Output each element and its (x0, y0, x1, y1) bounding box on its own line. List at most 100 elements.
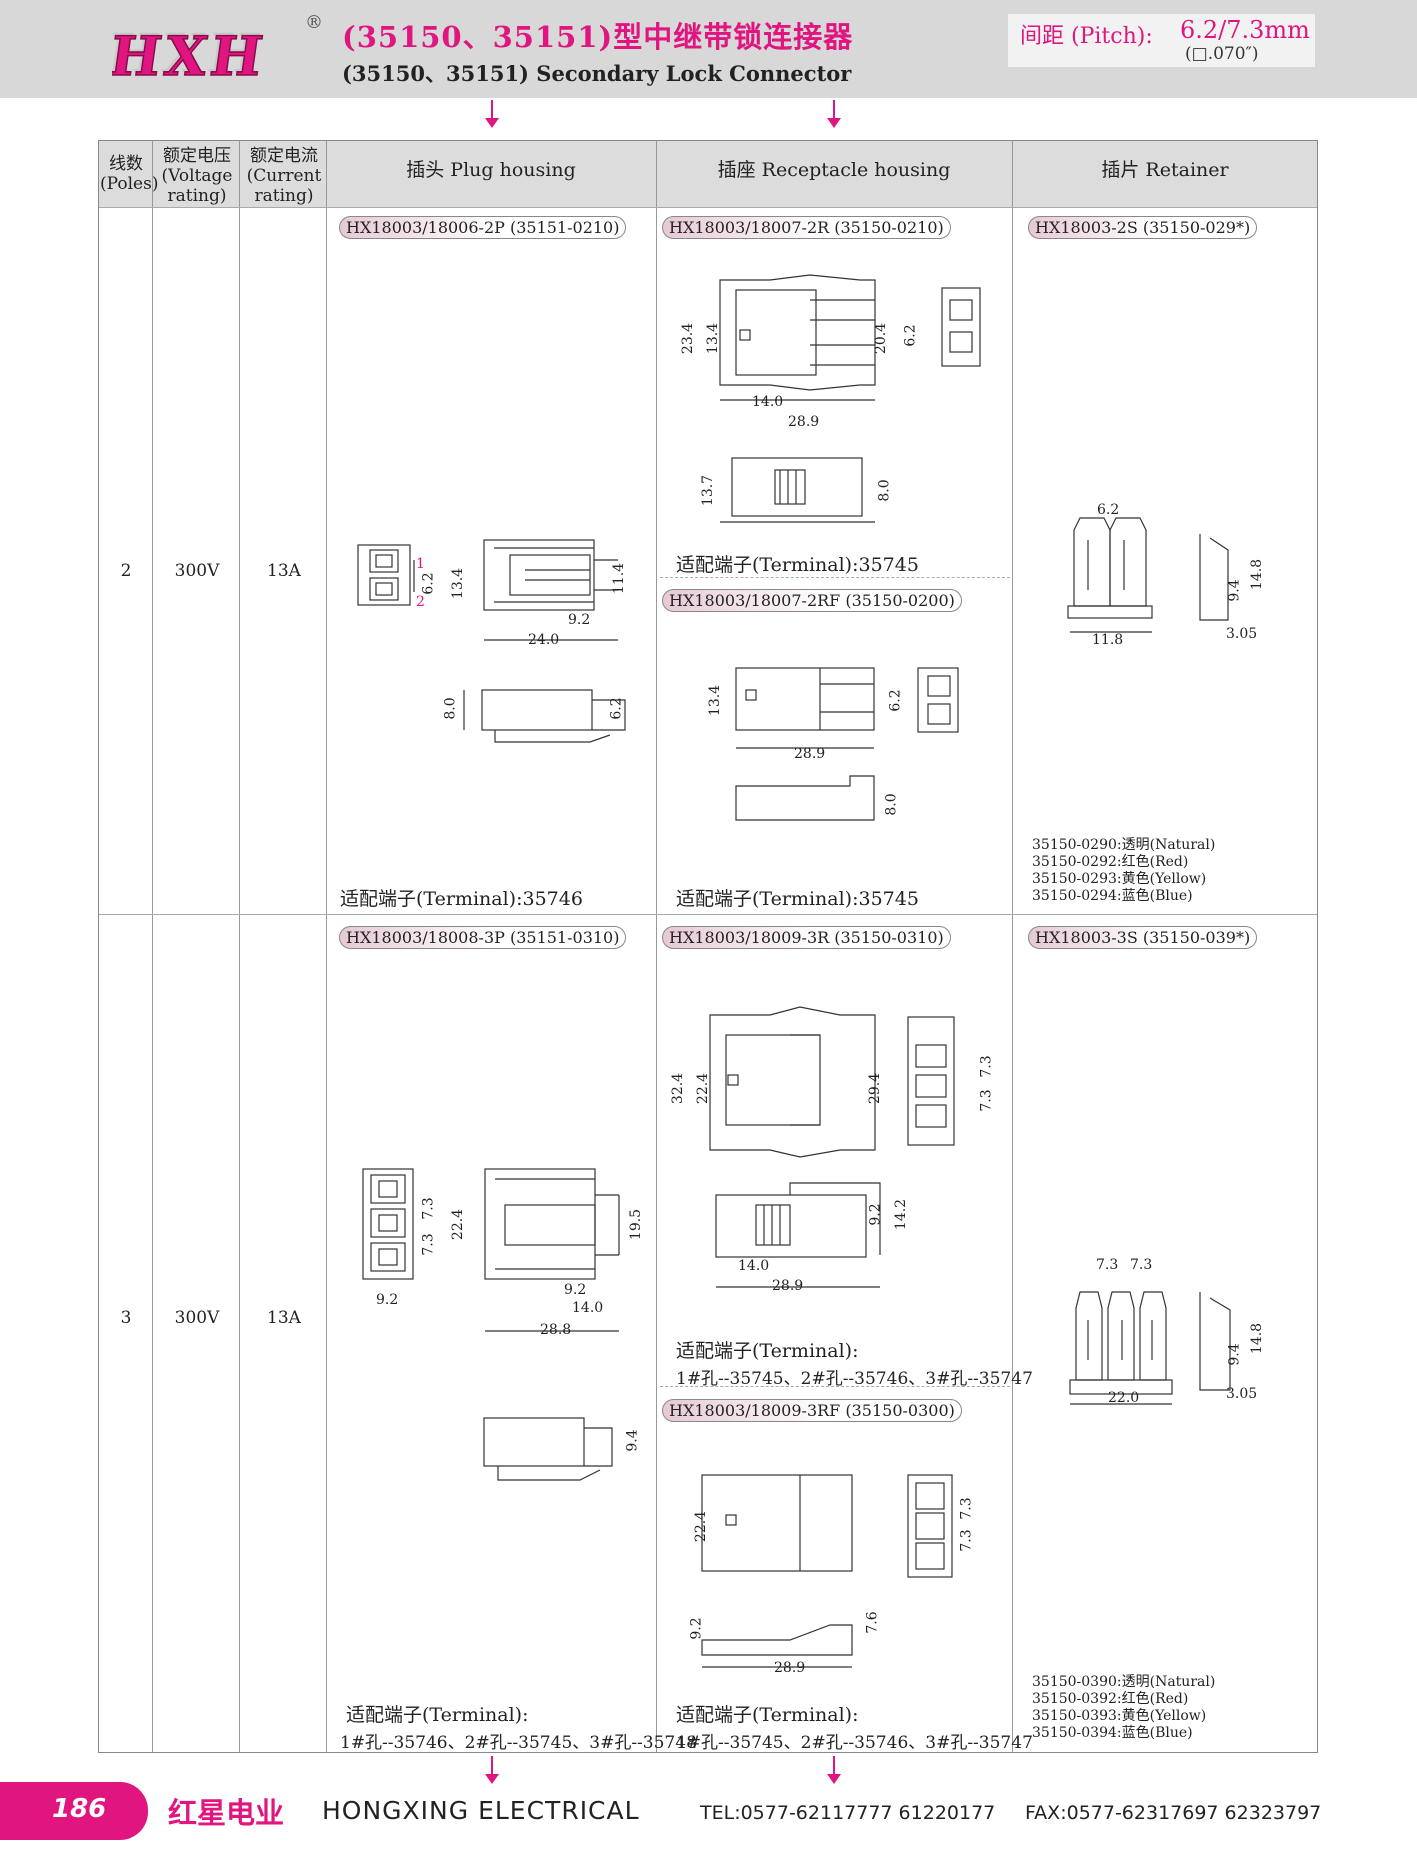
dimension: 9.2 (867, 1203, 884, 1226)
registered-mark: ® (305, 12, 323, 33)
dimension: 6.2 (902, 324, 919, 347)
retainer-part-number: HX18003-3S (35150-039*) (1028, 926, 1258, 949)
retainer-color: 35150-0392:红色(Red) (1032, 1691, 1189, 1707)
dimension: 11.8 (1092, 632, 1124, 648)
receptacle-2-drawing (701, 1474, 953, 1668)
dimension: 6.2 (887, 689, 904, 712)
plug-bottom-drawing (483, 1417, 613, 1481)
page-number-badge (0, 1782, 148, 1840)
column-divider (326, 141, 327, 1752)
product-table (98, 140, 1318, 1753)
plug-part-number: HX18003/18006-2P (35151-0210) (339, 216, 627, 239)
header-plug: 插头 Plug housing (406, 159, 576, 181)
receptacle-terminal-2: 适配端子(Terminal):35745 (676, 888, 919, 910)
row-voltage: 300V (174, 561, 220, 581)
dimension: 7.3 (958, 1529, 975, 1552)
plug-part-number: HX18003/18008-3P (35151-0310) (339, 926, 627, 949)
retainer-drawing (1067, 517, 1229, 633)
dimension: 28.8 (540, 1322, 572, 1338)
dimension: 28.9 (788, 414, 820, 430)
retainer-drawing (1069, 1291, 1231, 1405)
dimension: 7.3 (420, 1197, 437, 1220)
dimension: 19.5 (628, 1208, 645, 1241)
dimension: 3.05 (1226, 626, 1258, 642)
dimension: 13.4 (707, 684, 724, 717)
receptacle-terminal: 适配端子(Terminal):35745 (676, 554, 919, 576)
arrow-down-icon (827, 1756, 841, 1784)
brand-name-cn: 红星电业 (168, 1796, 285, 1830)
retainer-color: 35150-0393:黄色(Yellow) (1032, 1708, 1207, 1724)
dimension: 6.2 (1097, 502, 1120, 518)
row-divider (99, 914, 1317, 915)
fax: FAX:0577-62317697 62323797 (1025, 1802, 1322, 1824)
dimension: 14.0 (738, 1258, 770, 1274)
dimension: 7.3 (978, 1055, 995, 1078)
receptacle-terminal-label-2: 适配端子(Terminal): (676, 1704, 859, 1726)
dimension: 7.3 (978, 1089, 995, 1112)
pitch-value: 6.2/7.3mm (1180, 16, 1310, 44)
pitch-box (1008, 14, 1315, 67)
retainer-color: 35150-0293:黄色(Yellow) (1032, 871, 1207, 887)
retainer-color: 35150-0394:蓝色(Blue) (1032, 1725, 1193, 1741)
table-header-row (99, 141, 1317, 207)
arrow-down-icon (485, 1756, 499, 1784)
row-poles: 2 (120, 561, 132, 581)
receptacle-part-number: HX18003/18009-3R (35150-0310) (662, 926, 951, 949)
dimension: 7.3 (958, 1497, 975, 1520)
telephone: TEL:0577-62117777 61220177 (700, 1802, 996, 1824)
column-divider (152, 141, 153, 1752)
plug-front-side-drawing (362, 1168, 620, 1332)
dimension: 13.4 (705, 322, 722, 355)
receptacle-drawing (709, 1006, 955, 1288)
dimension: 13.4 (450, 567, 467, 600)
dimension: 9.4 (1226, 1343, 1243, 1366)
dimension: 7.6 (864, 1611, 881, 1634)
dashed-divider (660, 1386, 1010, 1387)
dimension: 22.4 (695, 1072, 712, 1105)
dimension: 7.3 (420, 1233, 437, 1256)
plug-terminal: 适配端子(Terminal):35746 (340, 888, 583, 910)
retainer-color: 35150-0294:蓝色(Blue) (1032, 888, 1193, 904)
header-retainer: 插片 Retainer (1101, 159, 1229, 181)
retainer-color: 35150-0292:红色(Red) (1032, 854, 1189, 870)
dimension: 22.0 (1108, 1390, 1140, 1406)
dimension: 8.0 (883, 793, 900, 816)
row-poles: 3 (120, 1308, 132, 1328)
header-voltage: 额定电压 (Voltage rating) (161, 146, 233, 206)
page-title-en: (35150、35151) Secondary Lock Connector (342, 61, 852, 86)
dimension: 9.2 (688, 1617, 705, 1640)
plug-bottom-drawing (463, 689, 626, 743)
header-current: 额定电流 (Current rating) (246, 146, 322, 206)
receptacle-terminal-detail-2: 1#孔--35745、2#孔--35746、3#孔--35747 (676, 1733, 1033, 1753)
dimension: 9.2 (376, 1292, 399, 1308)
hxh-logo: HXH HXH (112, 22, 271, 82)
pin-label: 1 (416, 556, 425, 572)
plug-front-side-drawing (357, 539, 618, 641)
retainer-color: 35150-0290:透明(Natural) (1032, 837, 1216, 853)
dimension: 6.2 (608, 697, 625, 720)
receptacle-part-number-2: HX18003/18009-3RF (35150-0300) (662, 1399, 962, 1422)
dimension: 14.0 (752, 394, 784, 410)
dimension: 23.4 (680, 322, 697, 355)
dimension: 22.4 (450, 1208, 467, 1241)
header-poles: 线数 (Poles) (100, 154, 159, 194)
row-current: 13A (267, 561, 301, 581)
plug-terminal-label: 适配端子(Terminal): (346, 1704, 529, 1726)
dimension: 9.2 (564, 1282, 587, 1298)
dimension: 14.8 (1249, 1322, 1266, 1355)
dimension: 9.4 (624, 1429, 641, 1452)
retainer-part-number: HX18003-2S (35150-029*) (1028, 216, 1258, 239)
dimension: 28.9 (774, 1660, 806, 1676)
receptacle-part-number-2: HX18003/18007-2RF (35150-0200) (662, 589, 962, 612)
brand-name-en: HONGXING ELECTRICAL (322, 1796, 640, 1825)
receptacle-drawing (719, 274, 981, 523)
plug-terminal-detail: 1#孔--35746、2#孔--35745、3#孔--35748 (340, 1733, 697, 1753)
retainer-color: 35150-0390:透明(Natural) (1032, 1674, 1216, 1690)
svg-text:HXH: HXH (112, 22, 268, 82)
dimension: 8.0 (442, 697, 459, 720)
receptacle-2-drawing (735, 667, 959, 821)
row-voltage: 300V (174, 1308, 220, 1328)
row-current: 13A (267, 1308, 301, 1328)
receptacle-terminal-label: 适配端子(Terminal): (676, 1340, 859, 1362)
dimension: 32.4 (670, 1072, 687, 1105)
